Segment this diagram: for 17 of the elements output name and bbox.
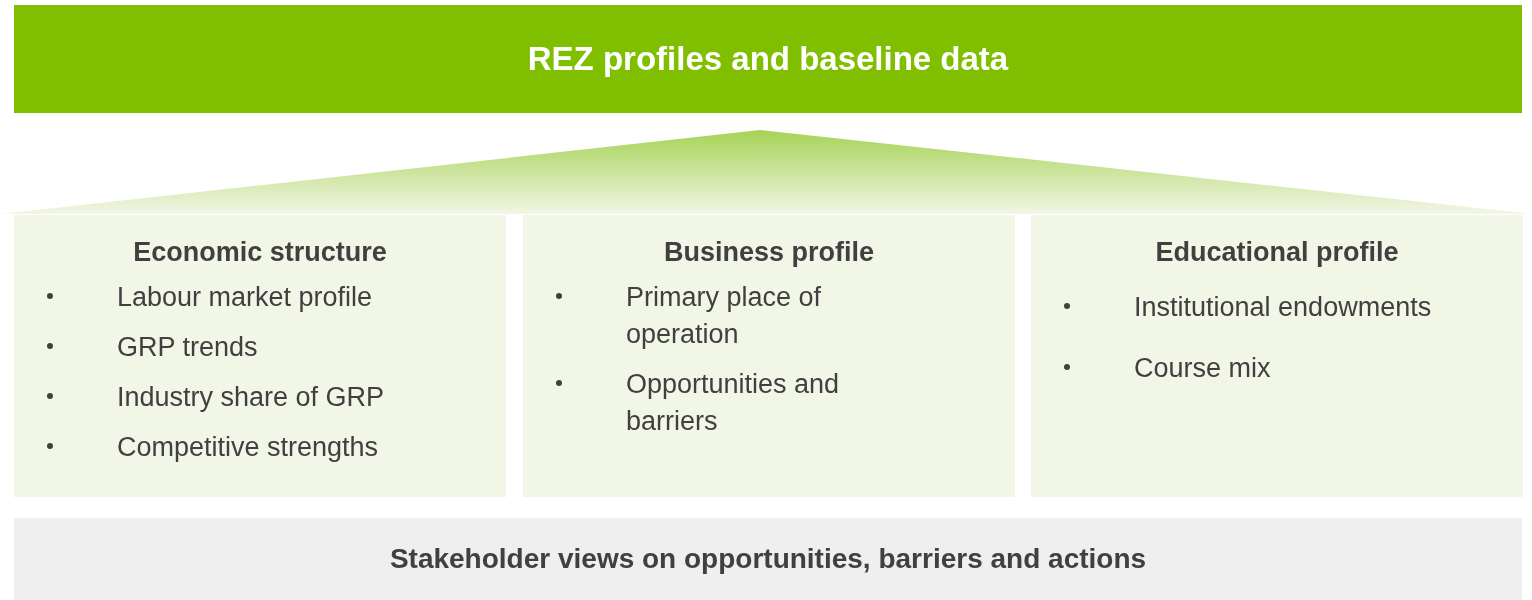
panel-heading: Business profile [663,236,875,269]
bullet-text: Opportunities and barriers [626,368,841,438]
category-panel [14,215,506,497]
footer-text: Stakeholder views on opportunities, barriers and actions [389,542,1147,576]
bullet-text: Course mix [1134,352,1272,385]
panel-heading: Educational profile [1155,236,1399,269]
title-text: REZ profiles and baseline data [527,39,1009,80]
bullet-text: Industry share of GRP [117,381,386,414]
bullet-text: Competitive strengths [117,431,380,464]
bullet-text: Labour market profile [117,281,374,314]
bullet-text: Primary place of operation [626,281,823,351]
category-panel [523,215,1015,497]
title-band [14,5,1522,113]
category-panel [1031,215,1523,497]
bullet-text: Institutional endowments [1134,291,1433,324]
panel-heading: Economic structure [133,236,387,269]
bullet-text: GRP trends [117,331,259,364]
